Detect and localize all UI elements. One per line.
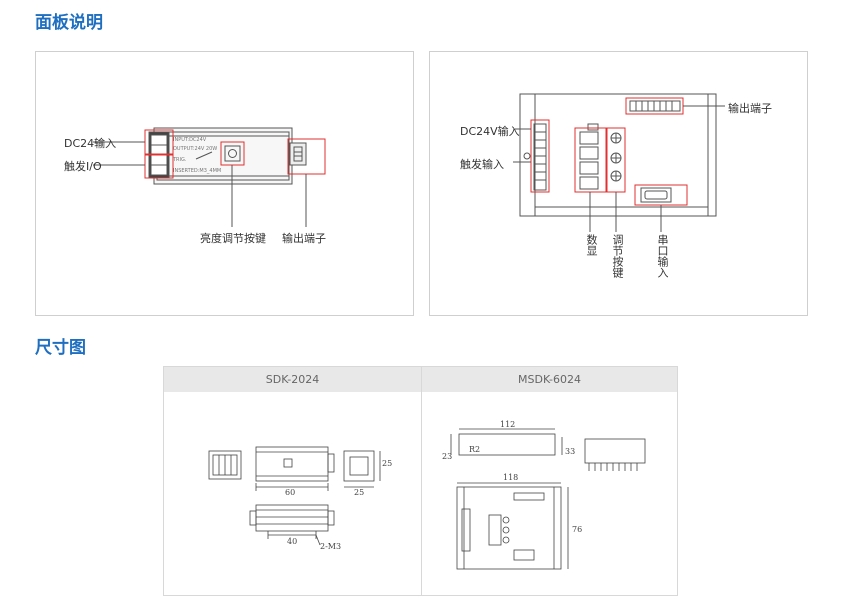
dimension-table: SDK-2024 MSDK-6024 bbox=[163, 366, 678, 596]
column-msdk-6024: MSDK-6024 bbox=[422, 367, 677, 392]
label-brightness-knob: 亮度调节按键 bbox=[200, 232, 266, 245]
dim-msdk-top-width: 112 bbox=[500, 420, 516, 429]
dim-msdk-front-width: 118 bbox=[503, 473, 519, 482]
device-text-trig: TRIG. bbox=[173, 157, 187, 163]
left-panel: INPUT:DC24V OUTPUT:24V 20W TRIG. INSERTE… bbox=[35, 51, 414, 316]
dim-sdk-width: 60 bbox=[285, 488, 296, 497]
dim-sdk-side: 25 bbox=[354, 488, 365, 497]
dim-sdk-height: 25 bbox=[382, 459, 393, 468]
device-text-input: INPUT:DC24V bbox=[173, 137, 207, 143]
column-sdk-2024: SDK-2024 bbox=[164, 367, 421, 392]
column-divider bbox=[421, 367, 422, 595]
dim-msdk-right-height: 33 bbox=[565, 447, 576, 456]
label-dc24-input: DC24输入 bbox=[64, 137, 117, 150]
label-digital-display: 数显 bbox=[585, 234, 598, 256]
label-serial-input: 串口输入 bbox=[656, 234, 669, 278]
device-text-output: OUTPUT:24V 20W bbox=[173, 146, 218, 152]
dim-msdk-left-height: 23 bbox=[442, 452, 453, 461]
msdk-panel-drawing bbox=[513, 93, 725, 232]
dim-msdk-radius: R2 bbox=[469, 445, 481, 454]
dim-msdk-depth: 76 bbox=[572, 525, 583, 534]
device-text-inserted: INSERTED:M3_4MM bbox=[173, 168, 222, 174]
size-heading: 尺寸图 bbox=[35, 338, 86, 358]
dim-sdk-bottom: 40 bbox=[287, 537, 298, 546]
right-panel: 输出端子 DC24V输入 触发输入 数显 调节按键 串口输入 bbox=[429, 51, 808, 316]
label-output-terminal-right: 输出端子 bbox=[728, 102, 772, 115]
label-trigger-io: 触发I/O bbox=[64, 160, 102, 173]
dimension-drawings bbox=[208, 428, 646, 570]
label-dc24v-input: DC24V输入 bbox=[460, 125, 520, 138]
label-trigger-input: 触发输入 bbox=[460, 158, 504, 171]
dim-sdk-screws: 2-M3 bbox=[320, 542, 342, 551]
sdk-panel-drawing bbox=[93, 127, 326, 227]
panel-heading: 面板说明 bbox=[35, 13, 103, 33]
label-adjust-keys: 调节按键 bbox=[611, 234, 624, 278]
label-output-terminal: 输出端子 bbox=[282, 232, 326, 245]
